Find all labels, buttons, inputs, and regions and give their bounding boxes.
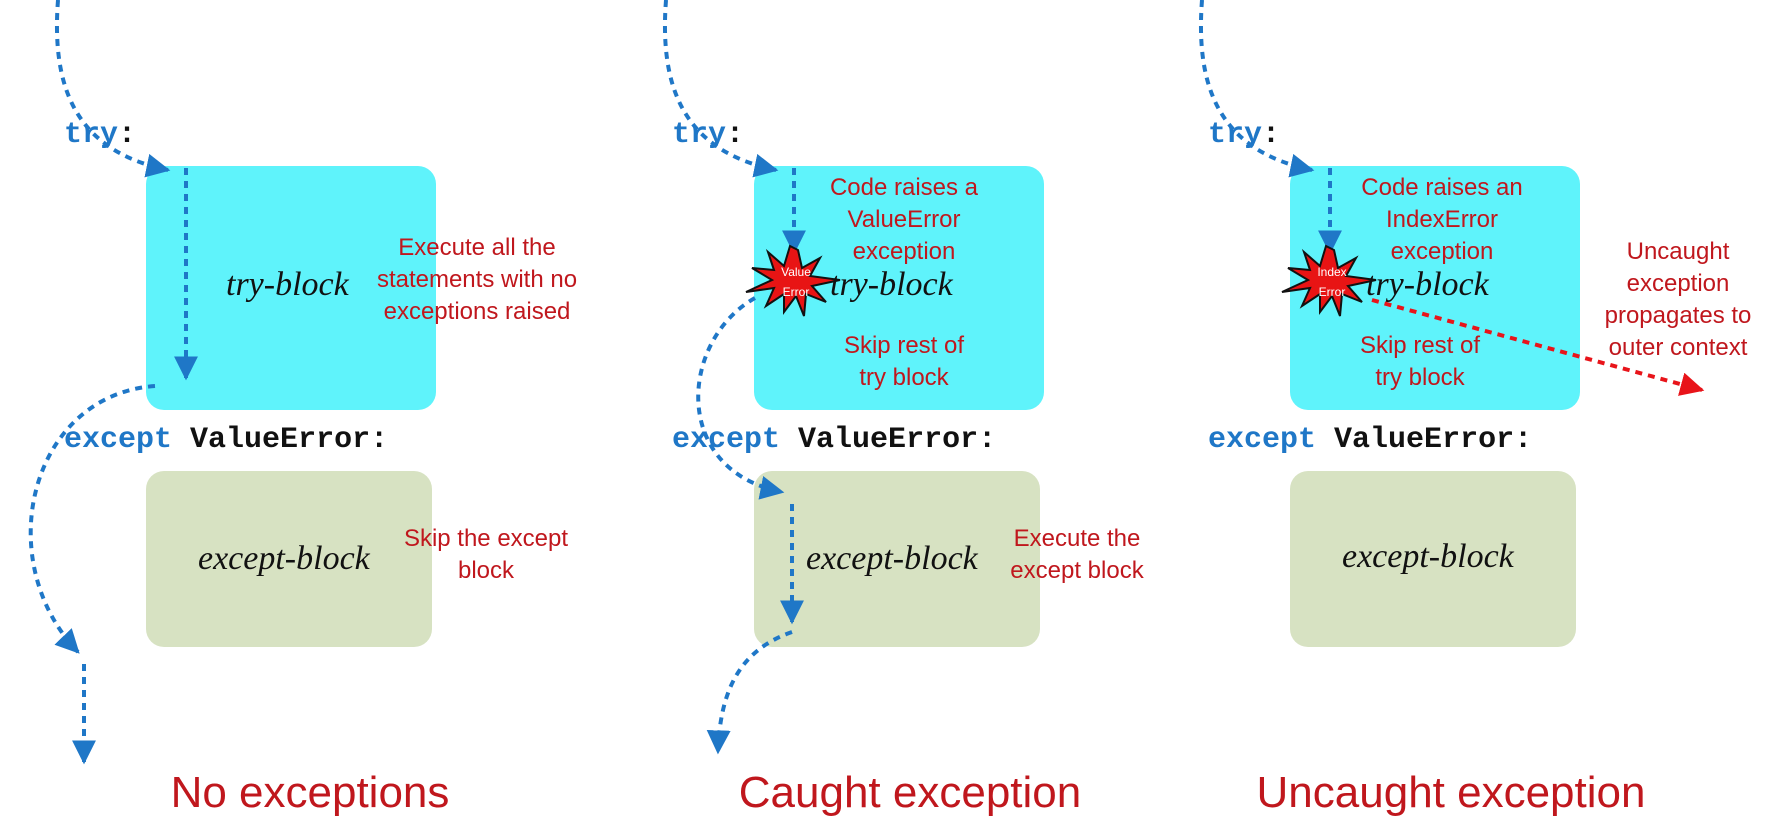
exception-burst-icon [745,244,841,317]
except-exception-name: ValueError: [798,423,997,457]
exit-arrow [706,630,793,755]
skip-note-line-1: Skip rest of [843,332,965,359]
raise-note: Code raises an IndexError exception [1342,172,1542,268]
try-note: Execute all the statements with no excep… [362,232,592,328]
skip-note-line-2: try block [1375,364,1465,391]
skip-note-line-1: Skip rest of [1359,332,1481,359]
raise-note-line-2: IndexError [1385,206,1499,233]
caption: No exceptions [170,768,450,817]
except-note-line-2: except block [1010,557,1144,584]
propagate-arrow [1371,298,1705,396]
except-note-line-2: block [457,557,515,584]
skip-note: Skip rest of try block [1320,330,1520,394]
skip-note: Skip rest of try block [804,330,1004,394]
except-note: Execute the except block [992,523,1162,587]
except-block-label: except-block [806,540,978,577]
try-colon: : [118,118,137,152]
exception-burst-icon [1281,244,1377,317]
raise-note-line-2: ValueError [847,206,961,233]
propagate-note-line-3: propagates to [1604,302,1752,329]
except-note: Skip the except block [386,523,586,587]
entry-arrow [54,0,171,178]
try-note-line-3: exceptions raised [383,298,571,325]
skip-note-line-2: try block [859,364,949,391]
try-block-label: try-block [1366,266,1489,303]
except-note-line-1: Execute the [1013,525,1141,552]
except-statement: except ValueError: [672,425,996,455]
raise-note-line-1: Code raises a [829,174,979,201]
except-keyword: except [1208,423,1317,457]
try-block-label: try-block [226,266,349,303]
propagate-note-line-2: exception [1626,270,1730,297]
except-block [1290,471,1576,647]
burst-label-line-2: Error [1318,285,1346,299]
burst-label-line-2: Error [782,285,810,299]
skip-except-arrow [28,384,156,654]
except-block-label: except-block [198,540,370,577]
raise-note-line-3: exception [852,238,956,265]
except-block-label: except-block [1342,538,1514,575]
entry-arrow [1198,0,1315,178]
propagate-note-line-1: Uncaught [1626,238,1730,265]
to-except-arrow [696,296,785,500]
except-keyword: except [64,423,173,457]
except-note-line-1: Skip the except [403,525,569,552]
burst-label: Index Error [1302,262,1362,302]
caption: Uncaught exception [1256,768,1646,817]
except-exception-name: ValueError: [190,423,389,457]
caption: Caught exception [738,768,1082,817]
except-block [146,471,432,647]
except-keyword: except [672,423,781,457]
entry-arrow [662,0,779,178]
burst-label-line-1: Value [781,265,811,279]
except-statement: except ValueError: [64,425,388,455]
raise-note: Code raises a ValueError exception [804,172,1004,268]
try-statement: try: [64,120,136,150]
except-statement: except ValueError: [1208,425,1532,455]
try-colon: : [1262,118,1281,152]
propagate-note-line-4: outer context [1608,334,1748,361]
raise-note-line-3: exception [1390,238,1494,265]
try-block-label: try-block [830,266,953,303]
try-note-line-2: statements with no [376,266,578,293]
except-exception-name: ValueError: [1334,423,1533,457]
try-note-line-1: Execute all the [398,234,556,261]
propagate-note: Uncaught exception propagates to outer c… [1588,236,1768,364]
try-colon: : [726,118,745,152]
burst-label-line-1: Index [1317,265,1347,279]
burst-label: Value Error [766,262,826,302]
raise-note-line-1: Code raises an [1361,174,1523,201]
